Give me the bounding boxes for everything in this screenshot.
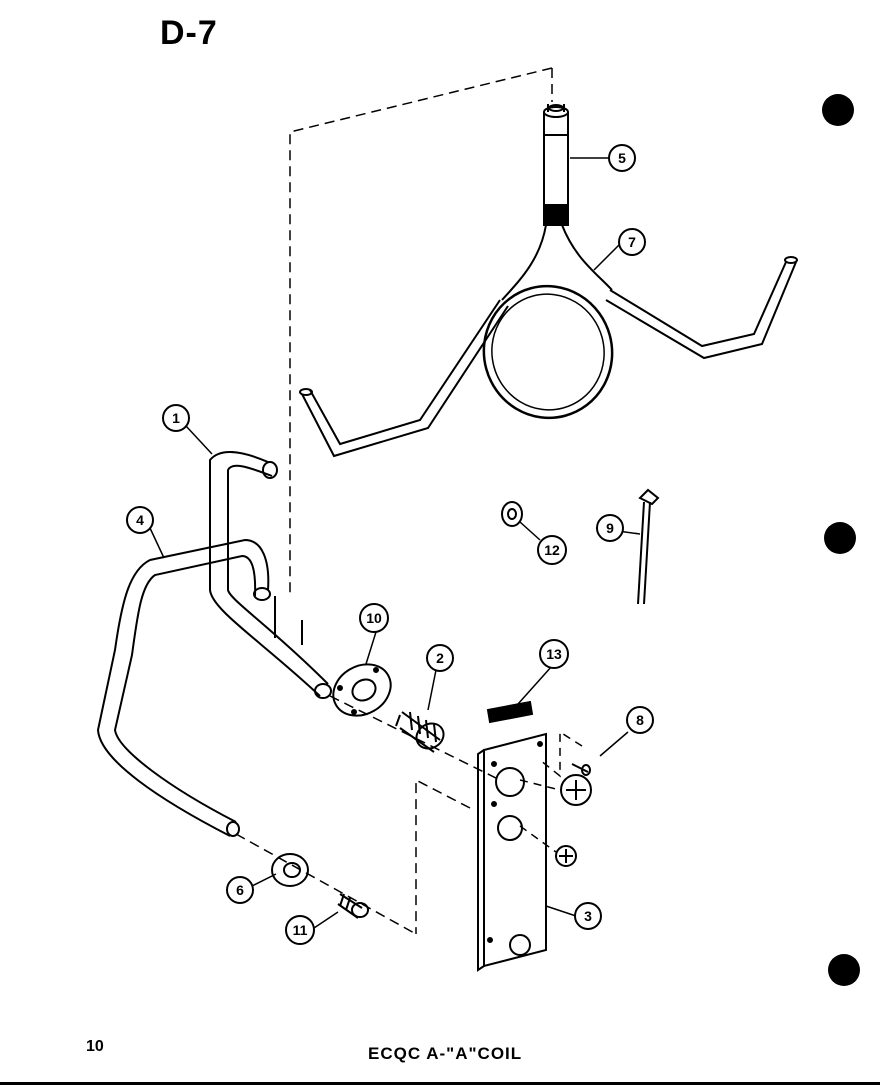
pin-marks [274, 596, 303, 645]
svg-text:10: 10 [366, 610, 382, 626]
part-3-mounting-plate [477, 732, 547, 972]
svg-text:3: 3 [584, 908, 592, 924]
callout-8: 8 [626, 706, 654, 734]
part-7-coil-loop [299, 224, 798, 458]
svg-text:7: 7 [628, 234, 636, 250]
bottom-rule [0, 1082, 880, 1085]
assembly-line-plugs [519, 779, 561, 853]
callout-10: 10 [359, 603, 389, 633]
assembly-line-top [289, 67, 553, 595]
svg-text:12: 12 [544, 542, 560, 558]
callout-4: 4 [126, 506, 154, 534]
callout-1: 1 [162, 404, 190, 432]
svg-text:4: 4 [136, 512, 144, 528]
callout-6: 6 [226, 876, 254, 904]
page-title: D-7 [160, 14, 218, 52]
assembly-line-middle [235, 695, 501, 935]
svg-text:1: 1 [172, 410, 180, 426]
part-8-screw [539, 730, 591, 778]
callout-13: 13 [539, 639, 569, 669]
plug-small [555, 845, 577, 867]
part-4-tube [96, 538, 271, 837]
part-11-fitting [337, 893, 369, 919]
svg-text:13: 13 [546, 646, 562, 662]
part-10-flange [332, 663, 392, 717]
svg-text:2: 2 [436, 650, 444, 666]
callout-2: 2 [426, 644, 454, 672]
callout-7: 7 [618, 228, 646, 256]
part-9-rod [637, 488, 660, 605]
callout-9: 9 [596, 514, 624, 542]
plug-large [560, 774, 592, 806]
svg-text:5: 5 [618, 150, 626, 166]
callout-3: 3 [574, 902, 602, 930]
svg-text:11: 11 [293, 922, 308, 938]
callout-12: 12 [537, 535, 567, 565]
part-2-threaded-fitting [395, 711, 445, 753]
diagram-caption: ECQC A-"A"COIL [368, 1044, 523, 1063]
binder-hole-top [822, 94, 854, 126]
leader-lines [149, 157, 641, 929]
binder-hole-bottom [828, 954, 860, 986]
svg-text:9: 9 [606, 520, 614, 536]
callout-5: 5 [608, 144, 636, 172]
svg-text:8: 8 [636, 712, 644, 728]
part-5-feeder-tube [543, 104, 569, 226]
svg-text:6: 6 [236, 882, 244, 898]
page-number: 10 [86, 1038, 104, 1055]
binder-hole-middle [824, 522, 856, 554]
part-12-grommet [501, 501, 523, 527]
part-1-tube [209, 450, 332, 699]
part-6-flange [271, 853, 309, 887]
callout-11: 11 [285, 915, 315, 945]
part-13-label [486, 700, 534, 724]
